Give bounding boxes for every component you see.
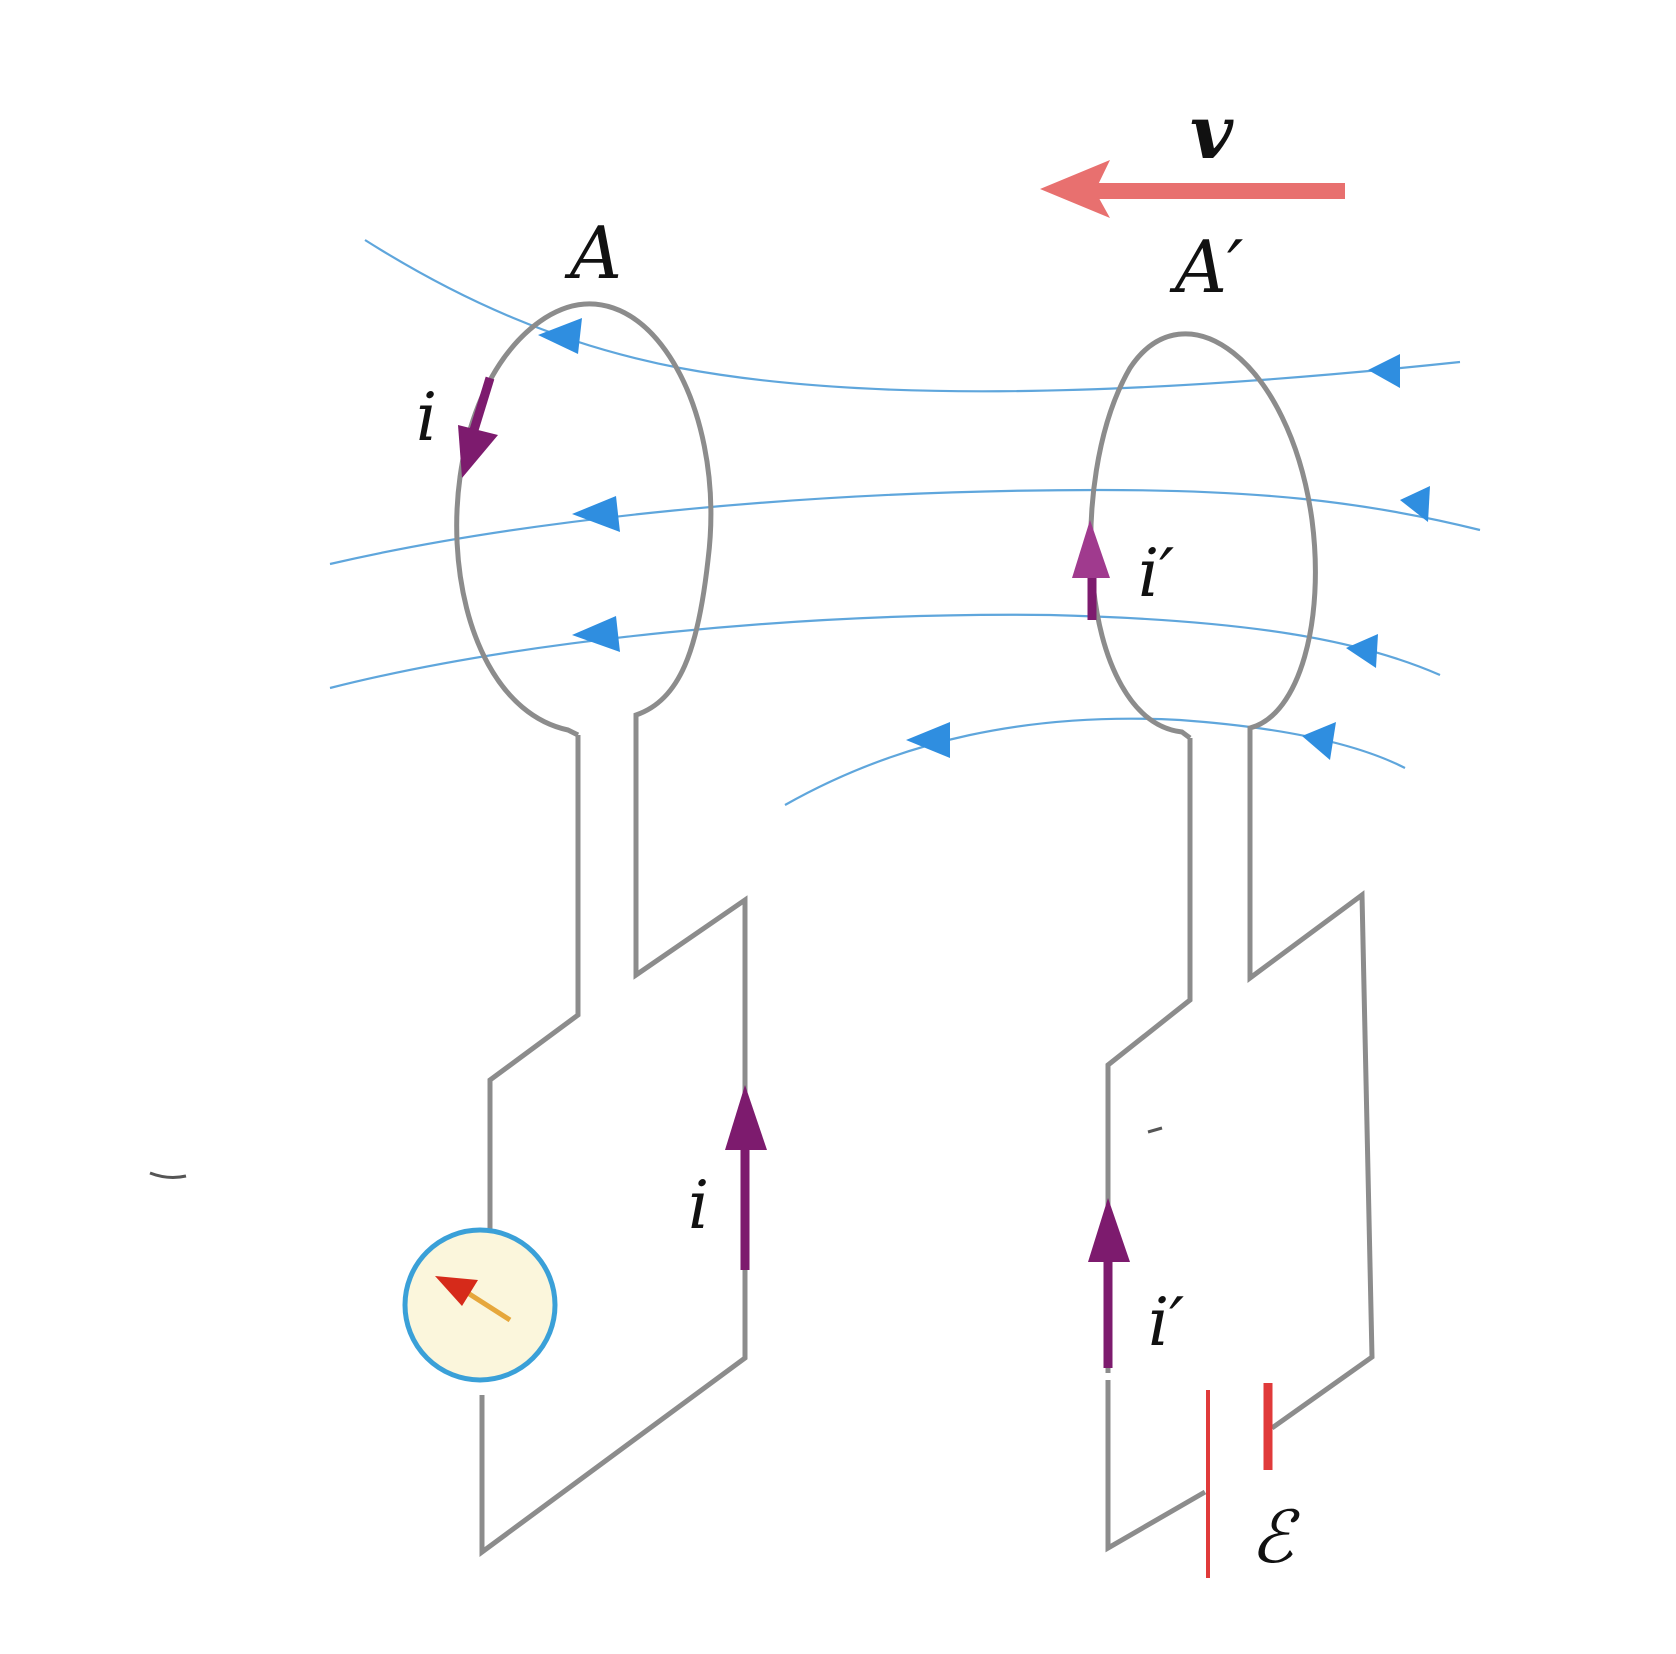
loop-a-wire [454,301,714,738]
field-arrow [572,616,620,652]
current-arrow-a-prime-top [1072,520,1110,620]
speck [1147,1126,1163,1134]
current-a-top-label: i [416,379,437,456]
field-arrow [906,722,950,758]
field-arrow [1368,354,1400,388]
loop-a-label: A [564,211,622,295]
current-arrow-a-bottom [725,1085,767,1270]
emf-label: ℰ [1250,1495,1300,1579]
loop-a-left-lead [487,735,581,1233]
speck [149,1171,187,1179]
loop-a-prime-wire [1088,331,1318,740]
field-arrow [1346,634,1378,668]
velocity-arrow [1040,160,1345,218]
circuit-a-prime [1088,331,1375,1578]
current-a-prime-top-label: i′ [1138,535,1174,612]
field-line-2 [329,488,1481,566]
field-line-1 [364,239,1461,393]
field-arrow [1400,486,1430,522]
loop-a-prime-label: A′ [1169,225,1243,309]
loop-a-prime-right-lead [1247,738,1375,1431]
field-arrow [572,496,620,532]
loop-a-prime-left-lead [1105,738,1193,1373]
field-arrow [1302,722,1336,760]
current-a-bottom-label: i [688,1167,709,1244]
current-arrow-a-top [458,376,498,478]
field-line-3 [329,613,1441,690]
current-a-prime-bottom-label: i′ [1148,1284,1184,1361]
galvanometer-icon [402,1227,558,1383]
magnetic-field-lines [329,239,1481,806]
loop-a-prime-bottom-lead [1105,1380,1207,1553]
field-line-4 [784,717,1406,806]
field-arrow [538,318,582,354]
current-arrow-a-prime-bottom [1088,1198,1130,1368]
loop-a-right-lead [479,730,748,1557]
battery-icon [1206,1383,1273,1578]
circuit-a [402,301,748,1557]
velocity-label: v [1190,90,1234,176]
